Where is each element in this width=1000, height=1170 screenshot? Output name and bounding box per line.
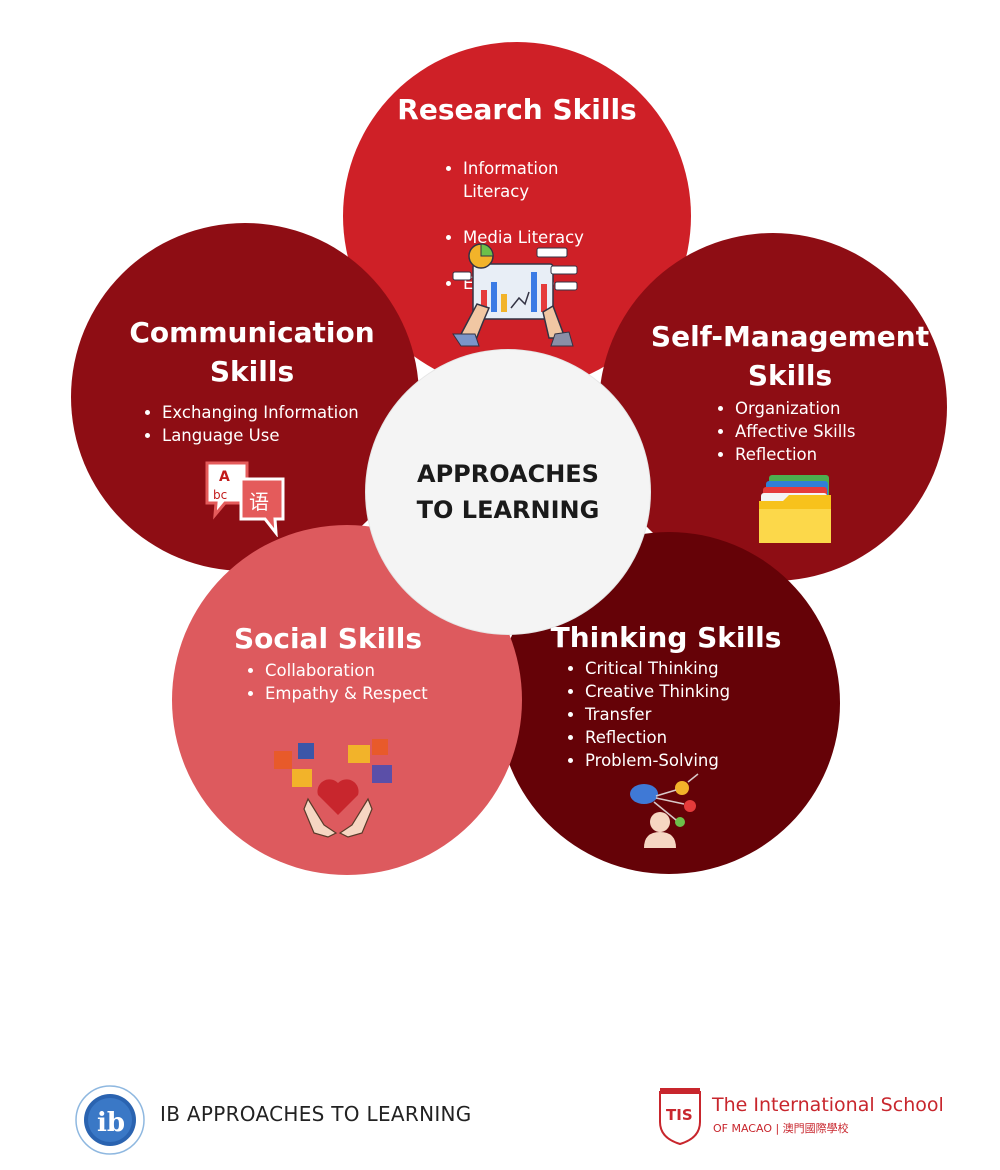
center-circle: APPROACHES TO LEARNING (366, 350, 650, 634)
list-item: Empathy & Respect (265, 682, 485, 705)
self-management-skills-circle: Self-Management Skills Organization Affe… (599, 233, 947, 581)
self-management-skills-list: Organization Affective Skills Reflection (713, 397, 935, 466)
thinking-skills-circle: Thinking Skills Critical Thinking Creati… (498, 532, 840, 874)
communication-skills-circle: Communication Skills Exchanging Informat… (71, 223, 419, 571)
svg-text:语: 语 (249, 490, 269, 514)
tis-crest-logo: TIS (659, 1088, 701, 1146)
list-item: Transfer (585, 703, 805, 726)
translation-speech-bubbles-icon: A bc 语 (205, 461, 285, 537)
svg-text:TIS: TIS (666, 1106, 693, 1124)
ib-world-school-logo: ib (75, 1085, 145, 1155)
list-item: Media Literacy (463, 226, 663, 249)
footer: ib IB APPROACHES TO LEARNING TIS The Int… (0, 1070, 1000, 1160)
school-name: The International School (712, 1094, 944, 1116)
list-item: Exchanging Information (162, 401, 422, 424)
footer-title: IB APPROACHES TO LEARNING (160, 1102, 472, 1126)
list-item: Information Literacy (463, 157, 663, 203)
social-skills-title: Social Skills (233, 622, 423, 655)
research-skills-title: Research Skills (397, 93, 637, 126)
school-subtitle: OF MACAO | 澳門國際學校 (713, 1122, 849, 1135)
svg-text:bc: bc (213, 488, 227, 502)
communication-skills-title: Communication Skills (129, 316, 375, 388)
approaches-to-learning-diagram: Research Skills Information Literacy Med… (0, 0, 1000, 960)
folder-icon (759, 475, 831, 543)
self-management-skills-title: Self-Management Skills (650, 320, 930, 392)
heart-puzzle-icon (274, 739, 392, 838)
communication-skills-list: Exchanging Information Language Use (140, 401, 422, 447)
thinking-skills-list: Critical Thinking Creative Thinking Tran… (563, 657, 805, 772)
list-item: Organization (735, 397, 935, 420)
list-item: Problem-Solving (585, 749, 805, 772)
svg-text:A: A (219, 469, 230, 485)
thinking-skills-title: Thinking Skills (550, 621, 782, 654)
thinking-person-icon (630, 773, 699, 848)
social-skills-list: Collaboration Empathy & Respect (243, 659, 485, 705)
data-analysis-illustration-icon (452, 243, 578, 347)
svg-text:ib: ib (97, 1108, 125, 1138)
center-title: APPROACHES TO LEARNING (416, 460, 600, 524)
list-item: Reflection (735, 443, 935, 466)
list-item: Language Use (162, 424, 422, 447)
list-item: Critical Thinking (585, 657, 805, 680)
list-item: Creative Thinking (585, 680, 805, 703)
list-item: Reflection (585, 726, 805, 749)
list-item: Affective Skills (735, 420, 935, 443)
list-item: Collaboration (265, 659, 485, 682)
